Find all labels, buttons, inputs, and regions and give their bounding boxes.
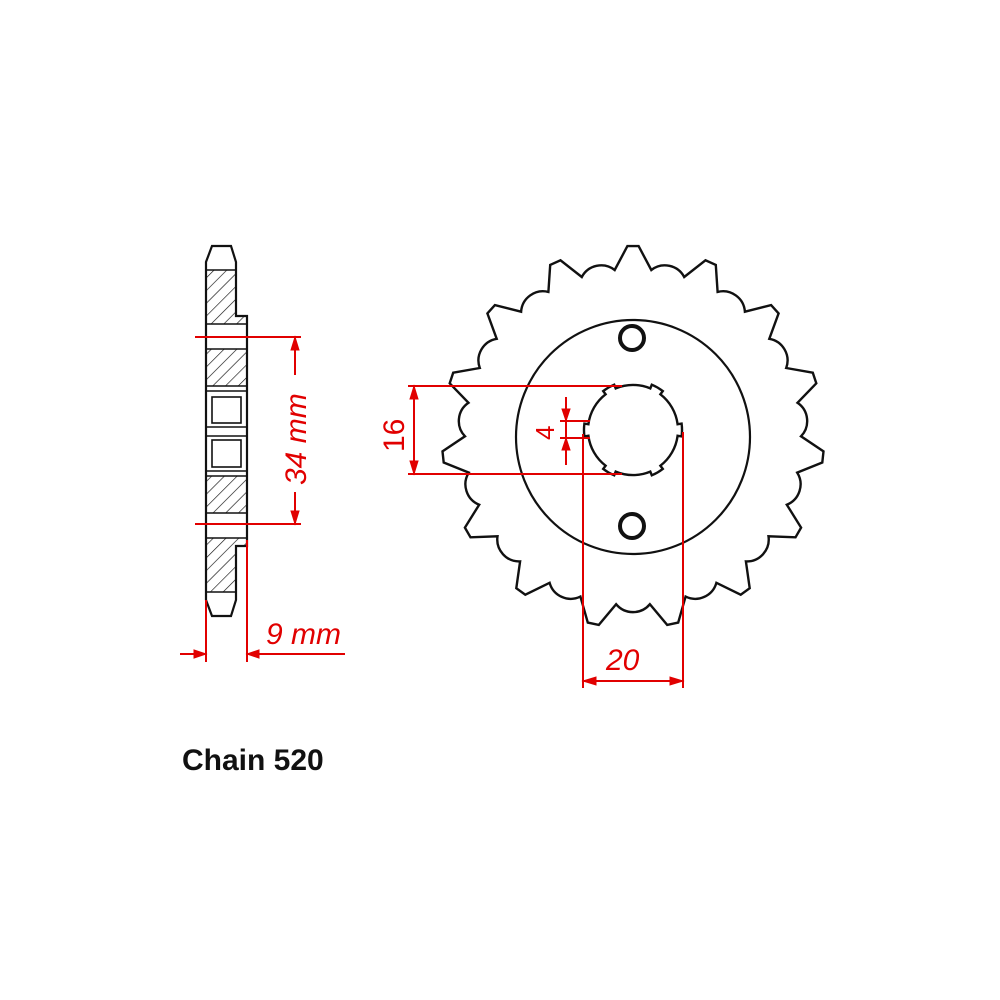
label-20: 20 <box>605 644 640 677</box>
label-9mm: 9 mm <box>266 618 341 651</box>
dimension-9mm <box>180 540 345 662</box>
mounting-hole-bottom <box>618 512 646 540</box>
dimension-20 <box>581 432 685 688</box>
side-view <box>204 244 249 618</box>
chain-size-caption: Chain 520 <box>182 744 324 777</box>
mounting-hole-top <box>618 324 646 352</box>
label-4: 4 <box>530 426 560 440</box>
label-16: 16 <box>378 419 411 452</box>
dimension-16 <box>408 384 622 476</box>
dimension-4 <box>560 397 590 465</box>
dimension-34mm <box>195 335 301 526</box>
sprocket-front-view <box>441 244 825 627</box>
hub-circle <box>514 318 752 556</box>
splined-bore <box>582 383 684 477</box>
label-34mm: 34 mm <box>280 393 313 485</box>
